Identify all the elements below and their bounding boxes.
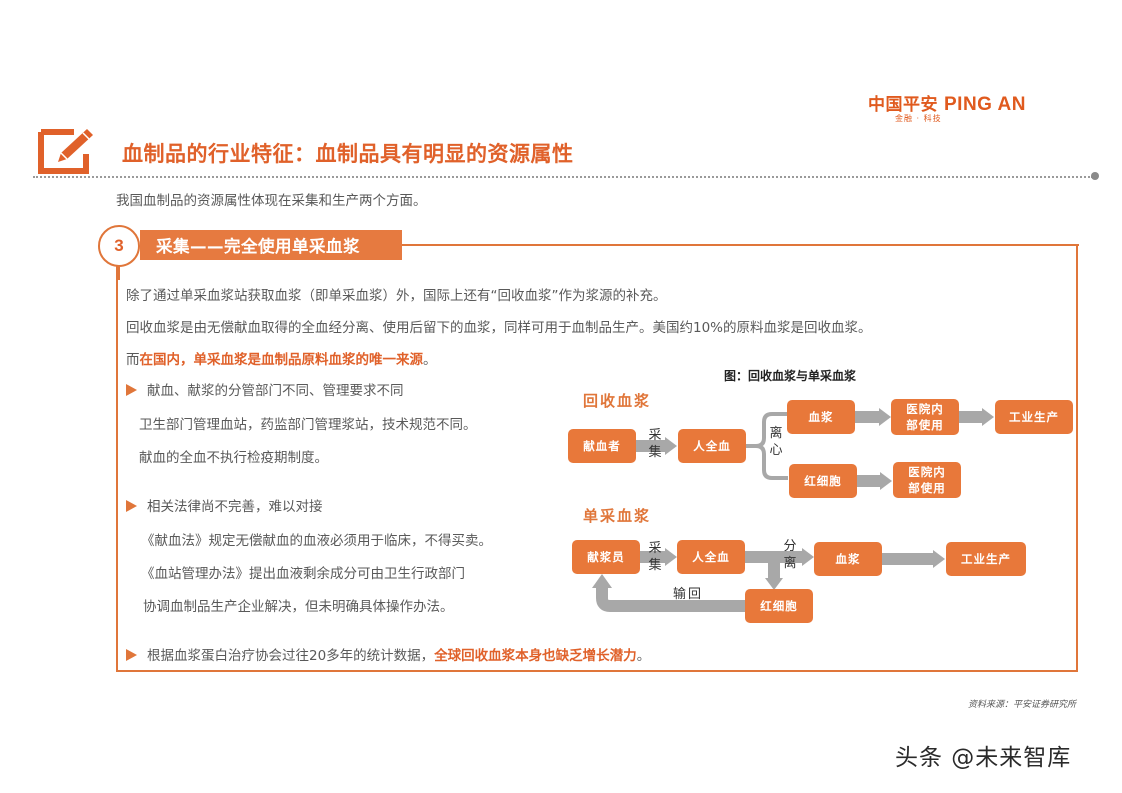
- arrow-head: [880, 472, 892, 490]
- bullet-1: 献血、献浆的分管部门不同、管理要求不同: [126, 379, 404, 399]
- page-title: 血制品的行业特征：血制品具有明显的资源属性: [122, 142, 574, 166]
- node-industrial-2: 工业生产: [946, 542, 1026, 576]
- bullet-2-line-3: 协调血制品生产企业解决，但未明确具体操作办法。: [143, 599, 454, 615]
- arrow-head: [665, 548, 677, 566]
- node-line: 部使用: [908, 481, 946, 495]
- logo-en: PING AN: [944, 94, 1026, 115]
- arrow-down-bar: [768, 563, 780, 579]
- node-hospital-use-2: 医院内部使用: [893, 462, 961, 498]
- bullet-3: 根据血浆蛋白治疗协会过往20多年的统计数据，全球回收血浆本身也缺乏增长潜力。: [126, 644, 650, 664]
- apheresis-plasma-label: 单采血浆: [583, 507, 652, 525]
- section-box: [116, 245, 1078, 672]
- badge-connector: [118, 266, 120, 280]
- node-rbc-2: 红细胞: [745, 589, 813, 623]
- bullet-2-line-1: 《献血法》规定无偿献血的血液必须用于临床，不得买卖。: [141, 533, 492, 549]
- bullet-3-text: 根据血浆蛋白治疗协会过往20多年的统计数据，: [147, 648, 435, 664]
- separate-label: 分离: [783, 539, 797, 571]
- intro-line-3: 而在国内，单采血浆是血制品原料血浆的唯一来源。: [126, 348, 437, 368]
- return-label: 输回: [673, 587, 704, 602]
- bullet-1-line-2: 献血的全血不执行检疫期制度。: [139, 450, 328, 466]
- arrow-head: [933, 550, 945, 568]
- bullet-2-line-2: 《血站管理办法》提出血液剩余成分可由卫生行政部门: [141, 566, 465, 582]
- node-line: 部使用: [906, 418, 944, 432]
- logo-cn: 中国平安: [868, 95, 938, 115]
- section-box-top-border: [400, 244, 1079, 246]
- node-rbc-1: 红细胞: [789, 464, 857, 498]
- arrow-collect-1: [636, 440, 666, 452]
- source-note: 资料来源：平安证券研究所: [968, 700, 1077, 710]
- arrow-separate: [745, 551, 803, 563]
- bullet-2: 相关法律尚不完善，难以对接: [126, 495, 323, 515]
- arrow-head-down: [765, 578, 783, 590]
- arrow-head: [665, 437, 677, 455]
- bullet-1-line-1: 卫生部门管理血站，药监部门管理浆站，技术规范不同。: [139, 417, 477, 433]
- intro-line-2: 回收血浆是由无偿献血取得的全血经分离、使用后留下的血浆，同样可用于血制品生产。美…: [126, 320, 872, 336]
- node-line: 医院内: [908, 465, 946, 479]
- collect-label-2: 采集: [648, 541, 662, 573]
- intro-highlight: 在国内，单采血浆是血制品原料血浆的唯一来源: [139, 352, 424, 368]
- pingan-logo: 中国平安 PING AN: [868, 90, 1026, 116]
- arrow-head: [802, 548, 814, 566]
- bullet-1-heading: 献血、献浆的分管部门不同、管理要求不同: [147, 383, 404, 399]
- intro-prefix: 而: [126, 352, 140, 368]
- collect-label-1: 采集: [648, 428, 662, 460]
- page-subtitle: 我国血制品的资源属性体现在采集和生产两个方面。: [116, 193, 427, 209]
- bullet-arrow-icon: [126, 384, 137, 396]
- node-blood-donor: 献血者: [568, 429, 636, 463]
- arrow-bar: [855, 411, 880, 423]
- section-title: 采集——完全使用单采血浆: [140, 230, 402, 260]
- centrifuge-brace: [746, 408, 788, 488]
- bullet-arrow-icon: [126, 649, 137, 661]
- arrow-head: [982, 408, 994, 426]
- section-number-badge: 3: [98, 225, 140, 267]
- bullet-3-suffix: 。: [636, 648, 651, 664]
- return-arrow: [590, 574, 750, 618]
- bullet-arrow-icon: [126, 500, 137, 512]
- node-industrial-1: 工业生产: [995, 400, 1073, 434]
- logo-tagline: 金融 · 科技: [895, 114, 942, 123]
- bullet-3-highlight: 全球回收血浆本身也缺乏增长潜力: [434, 648, 637, 664]
- arrow-head: [879, 408, 891, 426]
- node-plasma-1: 血浆: [787, 400, 855, 434]
- intro-suffix: 。: [423, 352, 437, 368]
- node-plasma-donor: 献浆员: [572, 540, 640, 574]
- node-hospital-use-1: 医院内部使用: [891, 399, 959, 435]
- arrow-collect-2: [640, 551, 666, 563]
- centrifuge-label: 离心: [769, 426, 783, 458]
- header-divider: [33, 176, 1093, 178]
- arrow-bar: [857, 475, 881, 487]
- recovered-plasma-label: 回收血浆: [583, 392, 652, 410]
- divider-end-dot: [1091, 172, 1099, 180]
- arrow-bar: [959, 411, 983, 423]
- arrow-bar: [882, 553, 934, 565]
- node-plasma-2: 血浆: [814, 542, 882, 576]
- edit-pencil-icon: [38, 126, 96, 174]
- node-whole-blood-1: 人全血: [678, 429, 746, 463]
- figure-title: 图：回收血浆与单采血浆: [724, 369, 857, 383]
- node-line: 医院内: [906, 402, 944, 416]
- watermark: 头条 @未来智库: [895, 745, 1072, 771]
- node-whole-blood-2: 人全血: [677, 540, 745, 574]
- intro-line-1: 除了通过单采血浆站获取血浆（即单采血浆）外，国际上还有“回收血浆”作为浆源的补充…: [126, 288, 667, 304]
- bullet-2-heading: 相关法律尚不完善，难以对接: [147, 499, 323, 515]
